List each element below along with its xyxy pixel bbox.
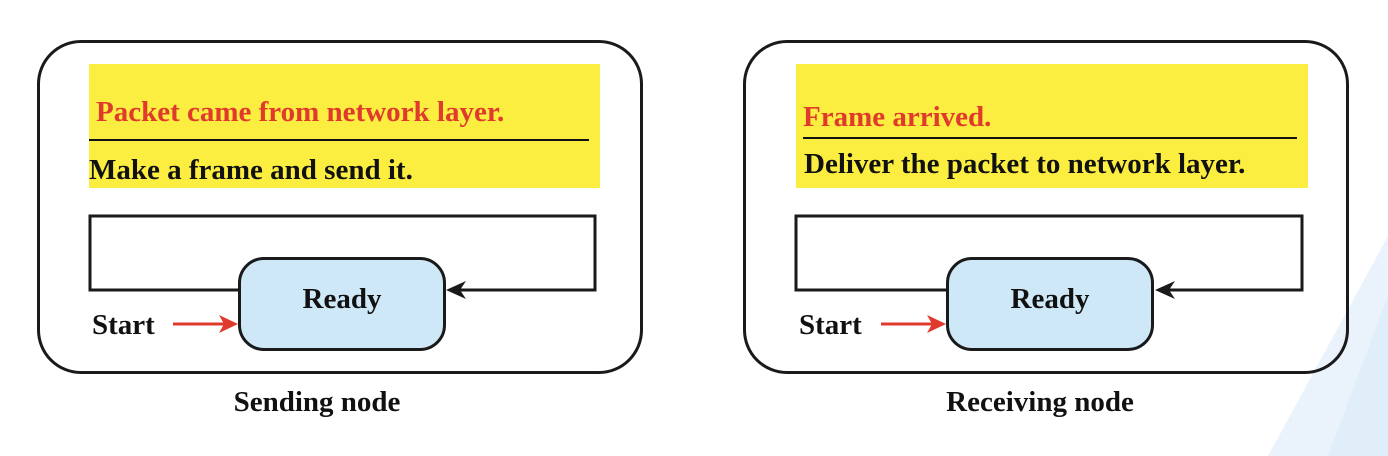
self-loop-arrow (88, 214, 597, 333)
sending-node-diagram: Packet came from network layer. Make a f… (0, 0, 643, 456)
transition-label-box (796, 64, 1308, 188)
transition-label-box (89, 64, 600, 188)
start-label: Start (799, 309, 862, 341)
diagram-caption: Sending node (233, 386, 401, 418)
state-label: Ready (1010, 282, 1090, 315)
node-frame (743, 40, 1349, 374)
event-text: Frame arrived. (803, 101, 992, 133)
start-label: Start (92, 309, 155, 341)
node-frame (37, 40, 643, 374)
event-text: Packet came from network layer. (96, 96, 505, 128)
action-text: Deliver the packet to network layer. (804, 148, 1246, 180)
action-text: Make a frame and send it. (89, 154, 413, 186)
receiving-node-diagram: Frame arrived. Deliver the packet to net… (706, 0, 1349, 456)
ready-state: Ready (238, 257, 446, 351)
ready-state: Ready (946, 257, 1154, 351)
state-label: Ready (302, 282, 382, 315)
event-action-divider (803, 137, 1297, 139)
self-loop-arrow (794, 214, 1304, 333)
diagram-caption: Receiving node (946, 386, 1134, 418)
event-action-divider (89, 139, 589, 141)
